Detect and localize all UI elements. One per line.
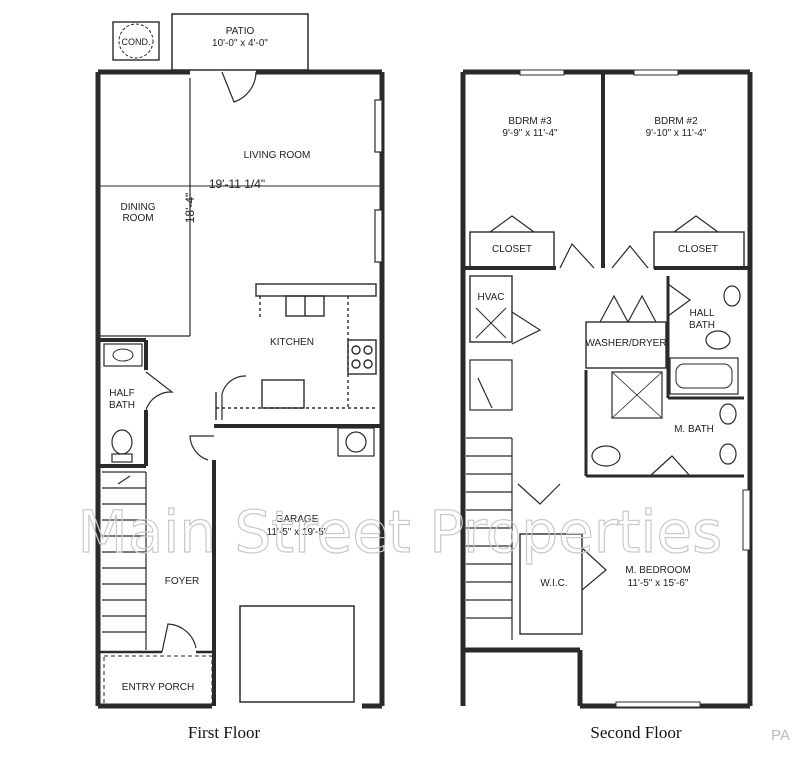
sink: [719, 443, 737, 465]
living-room-depth: 18'-4": [183, 193, 197, 224]
sink: [723, 285, 741, 307]
entry-porch-outline: [103, 655, 213, 709]
bedroom2-size: 9'-10" x 11'-4": [646, 128, 707, 139]
closet-left-label: CLOSET: [492, 244, 532, 255]
second-floor-exterior-walls: [460, 69, 753, 709]
hall-bath-label-line2: BATH: [689, 320, 715, 331]
half-bath-label-line2: BATH: [109, 400, 135, 411]
cond-unit-circle: [118, 23, 154, 59]
door-swing: [611, 245, 649, 269]
living-room-label: LIVING ROOM: [244, 150, 311, 161]
watermark: Main Street Properties: [78, 498, 723, 566]
shower: [611, 371, 663, 419]
patio-size: 10'-0" x 4'-0": [212, 38, 268, 49]
sink: [103, 343, 143, 367]
garage-label: GARAGE: [276, 514, 319, 525]
toilet: [591, 445, 621, 467]
window: [742, 489, 751, 551]
window: [615, 701, 701, 708]
laundry-closet: [585, 321, 667, 369]
patio-outline: [171, 13, 309, 71]
toilet: [111, 429, 133, 455]
corner-mark: PA: [771, 727, 790, 744]
closet-right-label: CLOSET: [678, 244, 718, 255]
walk-in-closet-outline: [519, 533, 583, 635]
kitchen-counters: [215, 283, 377, 420]
dining-room-label-line1: DINING: [121, 202, 156, 213]
door-swing: [489, 215, 535, 233]
cond-label: COND.: [122, 37, 151, 47]
bathtub: [669, 357, 739, 395]
window: [374, 209, 383, 263]
patio-name: PATIO: [226, 26, 255, 37]
door-swing: [221, 71, 257, 103]
hall-bath-walls: [666, 276, 744, 400]
first-floor-labels: COND. PATIO 10'-0" x 4'-0" LIVING ROOM 1…: [109, 26, 328, 742]
first-floor-stairs: [102, 471, 147, 650]
toilet: [705, 330, 731, 350]
door-swing: [559, 242, 595, 269]
first-floor-exterior-walls: [95, 69, 385, 709]
living-room-width: 19'-11 1/4": [209, 177, 265, 191]
door-swing: [517, 483, 561, 505]
closet-right-outline: [653, 231, 745, 269]
window: [374, 99, 383, 153]
master-bath-label: M. BATH: [674, 424, 714, 435]
door-swing: [145, 371, 174, 411]
bedroom2-label: BDRM #2: [654, 116, 698, 127]
second-floor-labels: BDRM #3 9'-9" x 11'-4" BDRM #2 9'-10" x …: [477, 116, 718, 742]
cond-unit-outline: [112, 21, 160, 61]
half-bath-walls: [98, 338, 148, 468]
door-swing: [667, 283, 692, 317]
door-swing: [673, 215, 719, 233]
sink: [719, 403, 737, 425]
window: [519, 69, 565, 76]
closet-left-outline: [469, 231, 555, 269]
garage-door: [239, 605, 355, 703]
walk-in-closet-label: W.I.C.: [540, 578, 567, 589]
master-bedroom-label: M. BEDROOM: [625, 565, 691, 576]
door-swing: [161, 623, 197, 653]
washer-dryer-label: WASHER/DRYER: [585, 338, 666, 349]
second-floor-plan: [460, 69, 753, 709]
half-bath-label-line1: HALF: [109, 388, 135, 399]
second-floor-caption: Second Floor: [590, 723, 681, 742]
master-bedroom-size: 11'-5" x 15'-6": [628, 578, 689, 589]
door-swing: [511, 311, 542, 345]
window: [633, 69, 679, 76]
water-heater: [337, 427, 375, 457]
bedroom3-label: BDRM #3: [508, 116, 552, 127]
door-swing: [221, 375, 247, 420]
hvac-unit: [469, 275, 513, 343]
foyer-label: FOYER: [165, 576, 199, 587]
door-swing: [581, 547, 607, 591]
second-floor-stairs: [466, 437, 513, 640]
door-swing: [649, 455, 691, 477]
first-floor-plan: [95, 13, 385, 709]
entry-porch-label: ENTRY PORCH: [122, 682, 194, 693]
hall-bath-label-line1: HALL: [689, 308, 714, 319]
bedroom3-size: 9'-9" x 11'-4": [502, 128, 558, 139]
hvac-label: HVAC: [477, 292, 504, 303]
first-floor-caption: First Floor: [188, 723, 261, 742]
garage-size: 11'-5" x 19'-5": [267, 527, 328, 538]
master-bath-walls: [584, 370, 744, 478]
door-swing: [599, 294, 657, 324]
kitchen-label: KITCHEN: [270, 337, 314, 348]
door-swing: [189, 435, 214, 461]
dining-room-label-line2: ROOM: [122, 213, 153, 224]
door-swing: [477, 377, 493, 409]
garage-walls: [212, 424, 382, 706]
